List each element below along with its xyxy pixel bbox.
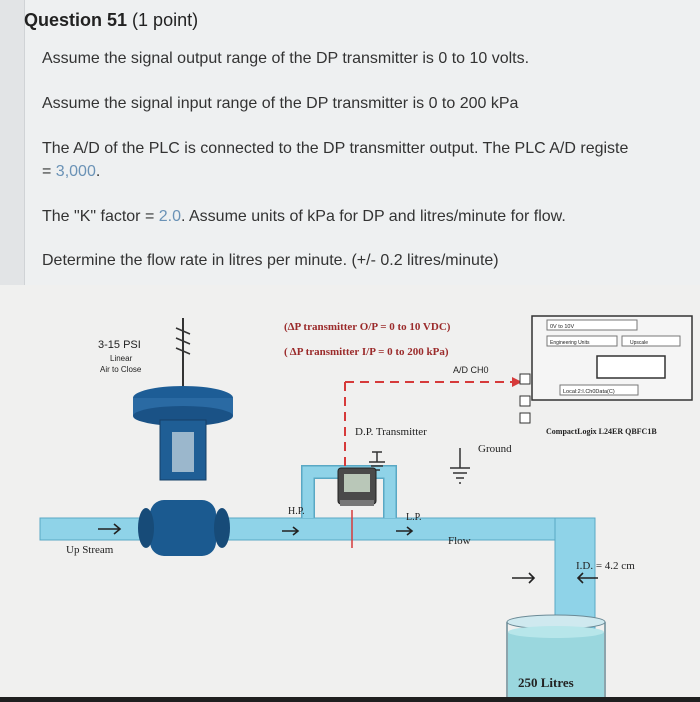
plc-upscale-value: Upscale [630,340,648,346]
tank-label: 250 Litres [518,675,574,690]
pipe-elbow [556,519,594,539]
k-value: 2.0 [158,208,181,225]
process-diagram: 250 Litres 3-15 PSI Linear Air to Close … [0,285,700,697]
low-pressure-label: L.P. [406,512,422,523]
main-pipe [39,517,596,541]
plc-units-field [546,335,618,347]
statement-register: = 3,000. [42,163,100,181]
tank-water [508,632,604,697]
statement-output-range: Assume the signal output range of the DP… [42,50,530,67]
register-suffix: . [95,163,101,180]
plc-tag-value: Local:2:I.Ch0Data(C) [563,389,615,395]
input-terminal [519,373,531,385]
plc-range-field [546,319,638,331]
statement-k-factor: The "K" factor = 2.0. Assume units of kP… [42,208,566,226]
lp-arrow-icon [396,526,414,536]
valve-action: Air to Close [100,365,142,374]
ground-icon [450,448,470,484]
plc-units-value: Engineering Units [550,340,590,346]
signal-arrow-icon [512,377,522,387]
yoke-window [172,432,194,472]
actuator-bottom [133,406,233,426]
plc-tag-field [559,384,639,396]
transmitter-ground-icon [369,451,385,471]
flow-label: Flow [448,535,471,547]
id-left-arrow-icon [512,572,536,584]
diagram-svg: 250 Litres 3-15 PSI Linear Air to Close … [39,315,693,697]
question-header: Question 51 (1 point) [24,10,198,31]
statement-plc: The A/D of the PLC is connected to the D… [42,140,629,157]
transmitter-output-range: (ΔP transmitter O/P = 0 to 10 VDC) [284,321,451,333]
k-prefix: The "K" factor = [42,208,159,225]
ad-channel-label: A/D CH0 [453,365,489,375]
statement-input-range: Assume the signal input range of the DP … [42,95,519,112]
question-points: (1 point) [132,10,199,30]
valve-flange-right [214,508,230,548]
plc-model-label: CompactLogix L24ER QBFC1B [546,427,657,436]
hp-arrow-icon [282,526,300,536]
inner-diameter-label: I.D. = 4.2 cm [576,560,635,572]
terminal-3 [519,412,531,424]
ground-label: Ground [478,443,512,455]
tank-water-surface [508,626,604,638]
transmitter-input-range: ( ΔP transmitter I/P = 0 to 200 kPa) [284,346,449,358]
tank-walls [506,622,606,697]
question-title: Question 51 [24,10,128,30]
valve-characteristic: Linear [110,354,133,363]
register-prefix: = [42,163,56,180]
plc-value-box [596,355,666,379]
plc-upscale-field [621,335,681,347]
high-pressure-label: H.P. [288,506,305,517]
question-prompt: Determine the flow rate in litres per mi… [42,252,499,269]
valve-flange-left [138,508,154,548]
plc-range-value: 0V to 10V [550,324,574,330]
id-right-arrow-icon [576,572,598,584]
upstream-label: Up Stream [66,544,114,556]
k-suffix: . Assume units of kPa for DP and litres/… [181,208,566,225]
spring-icon [175,327,191,355]
transmitter-base [340,500,374,506]
register-value: 3,000 [55,163,96,180]
valve-body [150,500,216,556]
upstream-arrow-icon [98,523,122,535]
transmitter-display [344,474,370,492]
valve-signal-label: 3-15 PSI [98,339,141,351]
dp-transmitter-label: D.P. Transmitter [355,426,427,438]
terminal-2 [519,395,531,407]
